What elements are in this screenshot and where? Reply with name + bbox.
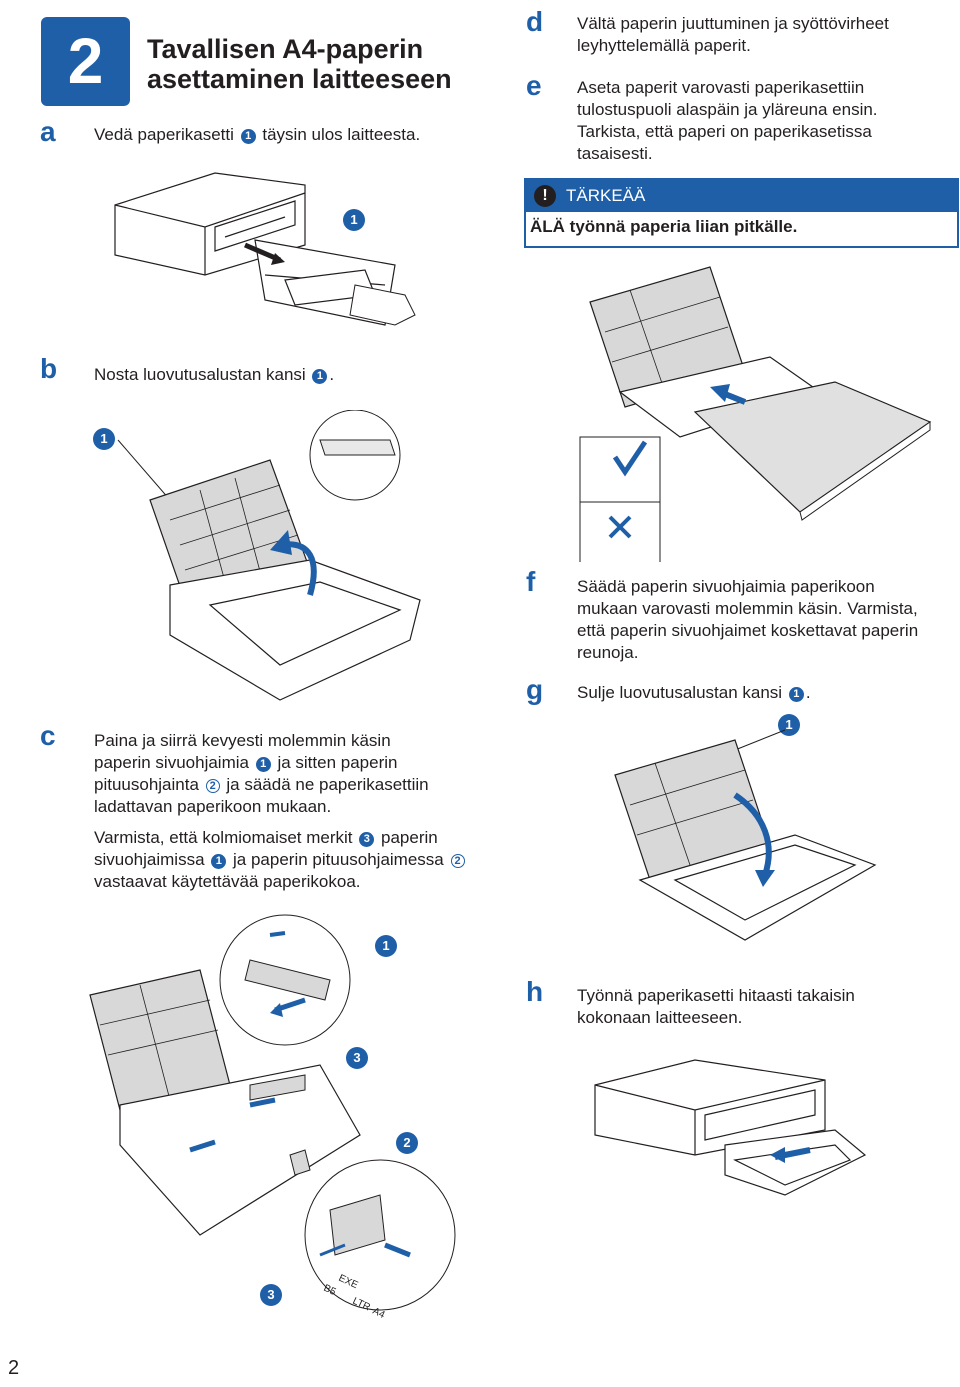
step-h-text: Työnnä paperikasetti hitaasti takaisin k… [577,985,855,1029]
paper-loading-illustration [579,266,932,562]
step-letter-b: b [40,353,58,384]
step-d-text: Vältä paperin juuttuminen ja syöttövirhe… [577,13,889,57]
step-c-line-6-b: ja paperin pituusohjaimessa [233,850,444,869]
callout-2-c: 2 [396,1132,418,1154]
step-c-line-3-a: pituusohjainta [94,775,199,794]
step-f-line-4: reunoja. [577,643,639,662]
step-g-text: Sulje luovutusalustan kansi 1. [577,682,811,704]
step-letter-f: f [526,566,536,597]
step-c-line-6: sivuohjaimissa 1 ja paperin pituusohjaim… [94,849,474,871]
callout-1-a: 1 [343,209,365,231]
step-letter-e: e [526,70,542,101]
ref-2-icon: 2 [205,779,220,793]
step-f-text: Säädä paperin sivuohjaimia paperikoon mu… [577,576,918,664]
tray-label-b5: B5 [322,1283,338,1298]
callout-1-c: 1 [375,935,397,957]
step-number-badge: 2 [41,17,130,106]
step-a-text: Vedä paperikasetti 1 täysin ulos laittee… [94,124,420,146]
important-heading-text: TÄRKEÄÄ [566,186,646,205]
step-h-line-1: Työnnä paperikasetti hitaasti takaisin [577,986,855,1005]
step-d-line-2: leyhyttelemällä paperit. [577,36,751,55]
step-c-line-2: paperin sivuohjaimia 1 ja sitten paperin [94,752,474,774]
ref-1-icon: 1 [240,129,256,144]
step-c-line-5-a: Varmista, että kolmiomaiset merkit [94,828,353,847]
tray-cover-lift-illustration [117,410,421,701]
step-c-line-1: Paina ja siirrä kevyesti molemmin käsin [94,731,391,750]
step-c-line-3: pituusohjainta 2 ja säädä ne paperikaset… [94,774,474,796]
step-f-line-3: että paperin sivuohjaimet koskettavat pa… [577,621,919,640]
step-c-line-5: Varmista, että kolmiomaiset merkit 3 pap… [94,827,474,849]
page-number: 2 [8,1357,20,1379]
step-letter-d: d [526,6,544,37]
page-title: Tavallisen A4-paperin asettaminen laitte… [147,34,452,94]
step-b-text-before: Nosta luovutusalustan kansi [94,365,306,384]
step-e-line-3: Tarkista, että paperi on paperikasetissa [577,122,872,141]
step-c-line-2-b: ja sitten paperin [277,753,398,772]
step-d-line-1: Vältä paperin juuttuminen ja syöttövirhe… [577,14,889,33]
step-f-line-2: mukaan varovasti molemmin käsin. Varmist… [577,599,918,618]
important-heading: ! TÄRKEÄÄ [526,180,957,212]
callout-3-c: 3 [346,1047,368,1069]
exclamation-icon: ! [534,185,556,207]
ref-1-icon: 1 [788,687,804,702]
step-e-text: Aseta paperit varovasti paperikasettiin … [577,77,878,165]
step-c-line-3-b: ja säädä ne paperikasettiin [226,775,429,794]
ref-2-icon: 2 [450,854,465,868]
step-c-line-2-a: paperin sivuohjaimia [94,753,249,772]
important-notice: ! TÄRKEÄÄ ÄLÄ työnnä paperia liian pitkä… [524,178,959,248]
step-letter-c: c [40,720,56,751]
tray-cover-close-illustration [614,729,877,941]
printer-tray-out-illustration [114,172,416,326]
step-c-line-5-b: paperin [381,828,438,847]
important-body: ÄLÄ työnnä paperia liian pitkälle. [530,217,798,236]
step-c-line-6-a: sivuohjaimissa [94,850,205,869]
ref-3-icon: 3 [359,832,375,847]
tray-label-a4: A4 [371,1306,387,1321]
step-c-text: Paina ja siirrä kevyesti molemmin käsin … [94,730,474,893]
step-letter-a: a [40,116,56,147]
step-letter-h: h [526,976,544,1007]
step-f-line-1: Säädä paperin sivuohjaimia paperikoon [577,577,875,596]
paper-guides-illustration: B5 EXE LTR A4 [89,914,456,1321]
ref-1-icon: 1 [211,854,227,869]
step-b-text: Nosta luovutusalustan kansi 1. [94,364,334,386]
step-e-line-1: Aseta paperit varovasti paperikasettiin [577,78,865,97]
callout-3-c-b: 3 [260,1284,282,1306]
step-a-text-before: Vedä paperikasetti [94,125,234,144]
ref-1-icon: 1 [312,369,328,384]
step-g-text-after: . [805,683,811,702]
step-b-text-after: . [329,365,335,384]
step-e-line-4: tasaisesti. [577,144,653,163]
step-a-text-after: täysin ulos laitteesta. [262,125,421,144]
printer-tray-in-illustration [594,1059,867,1196]
step-e-line-2: tulostuspuoli alaspäin ja yläreuna ensin… [577,100,878,119]
step-letter-g: g [526,674,544,705]
step-c-line-4: ladattavan paperikoon mukaan. [94,797,332,816]
ref-1-icon: 1 [255,757,271,772]
callout-1-b: 1 [93,428,115,450]
step-g-text-before: Sulje luovutusalustan kansi [577,683,783,702]
step-c-line-7: vastaavat käytettävää paperikokoa. [94,872,361,891]
step-h-line-2: kokonaan laitteeseen. [577,1008,743,1027]
